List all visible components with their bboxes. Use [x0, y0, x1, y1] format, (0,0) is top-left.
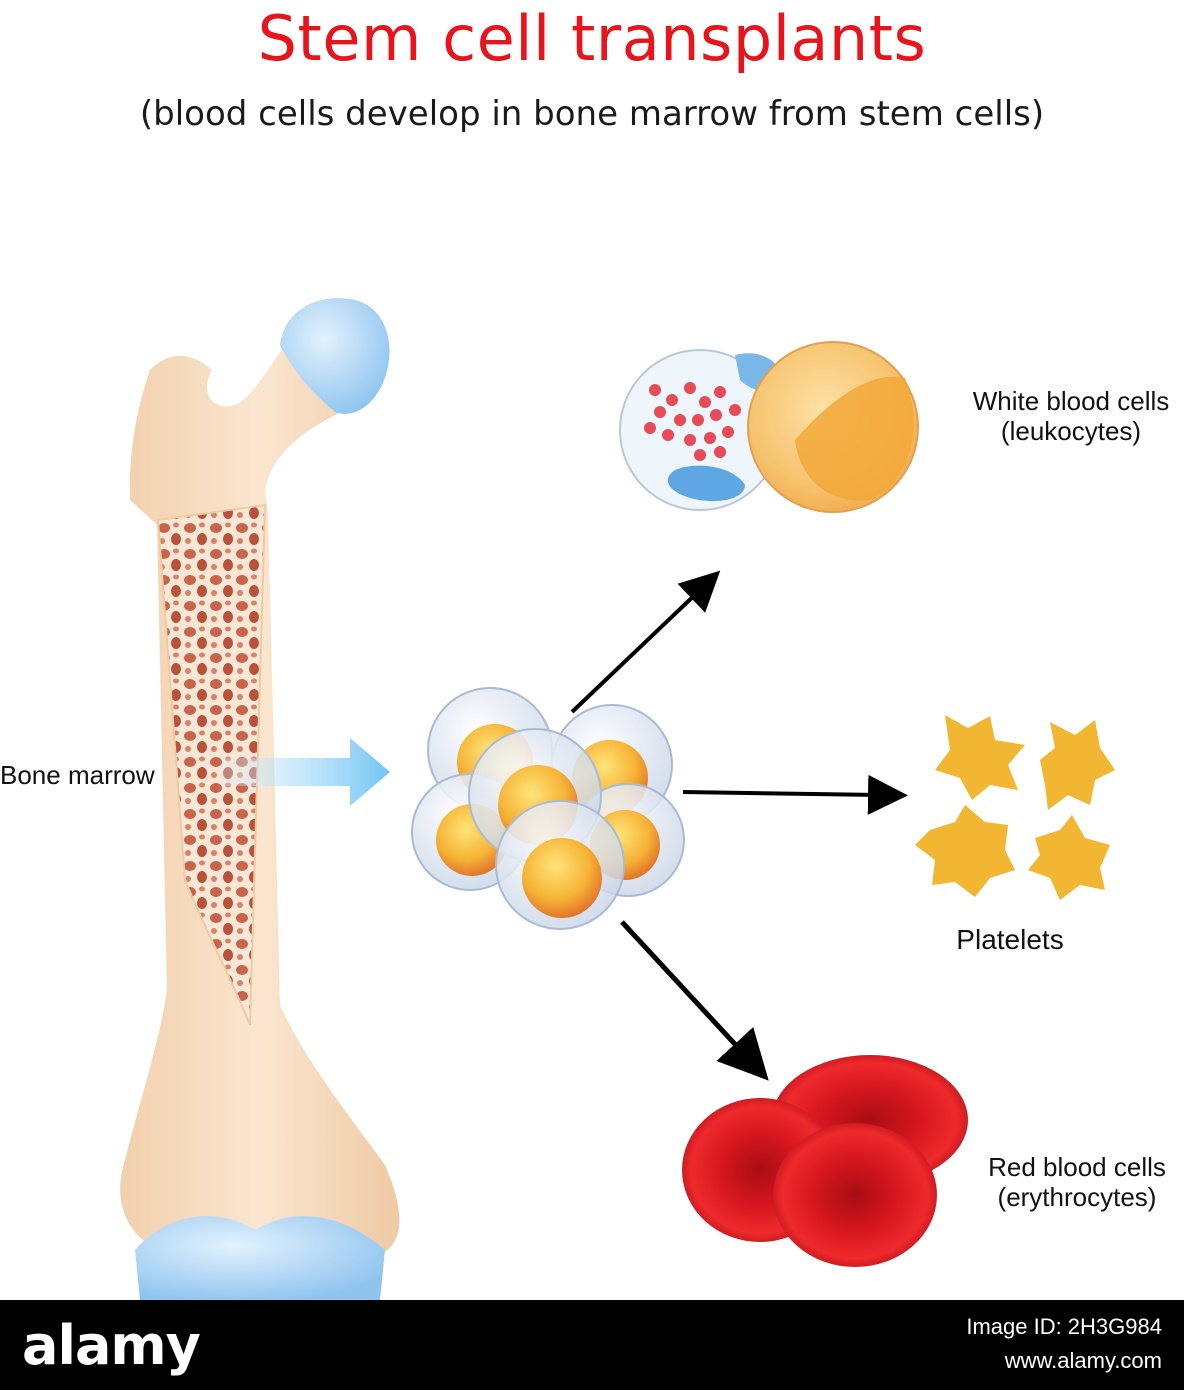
platelet [1028, 815, 1110, 900]
page-subtitle: (blood cells develop in bone marrow from… [139, 94, 1045, 134]
bone-marrow-label: Bone marrow [0, 760, 155, 790]
arrow-to-white-cells [570, 570, 721, 714]
stem-cell-cluster [411, 687, 685, 930]
lymphocyte-cell [747, 341, 919, 513]
white-blood-cells-line1: White blood cells [972, 386, 1170, 416]
red-blood-cells-label: Red blood cells (erythrocytes) [972, 1152, 1182, 1212]
femoral-head-cartilage [280, 298, 390, 414]
watermark-footer: alamy Image ID: 2H3G984 www.alamy.com [0, 1300, 1184, 1390]
bone-marrow-section [156, 503, 267, 1026]
image-id: Image ID: 2H3G984 [966, 1314, 1162, 1339]
footer-url: www.alamy.com [1004, 1348, 1162, 1373]
platelets-group [915, 715, 1115, 900]
granulocyte-cell [619, 349, 783, 511]
stem-cell-diagram [120, 298, 1115, 1300]
differentiation-arrows [570, 570, 908, 1081]
platelet [1040, 720, 1115, 810]
femur-bone [120, 298, 400, 1300]
platelet [915, 805, 1015, 897]
arrow-to-platelets [682, 774, 908, 815]
page-title: Stem cell transplants [257, 2, 927, 75]
platelets-label: Platelets [956, 924, 1064, 955]
red-blood-cells [682, 1055, 968, 1267]
white-blood-cells [619, 341, 919, 513]
white-blood-cells-line2: (leukocytes) [1000, 416, 1142, 446]
arrow-to-red-cells [620, 920, 769, 1081]
platelet [935, 715, 1025, 800]
white-blood-cells-label: White blood cells (leukocytes) [958, 386, 1184, 446]
red-blood-cells-line2: (erythrocytes) [997, 1182, 1157, 1212]
stem-cell [495, 800, 625, 930]
distal-cartilage [135, 1216, 385, 1300]
red-blood-cell [773, 1123, 937, 1267]
alamy-logo: alamy [22, 1314, 201, 1377]
red-blood-cells-line1: Red blood cells [988, 1152, 1166, 1182]
marrow-to-stem-arrow [222, 738, 390, 806]
